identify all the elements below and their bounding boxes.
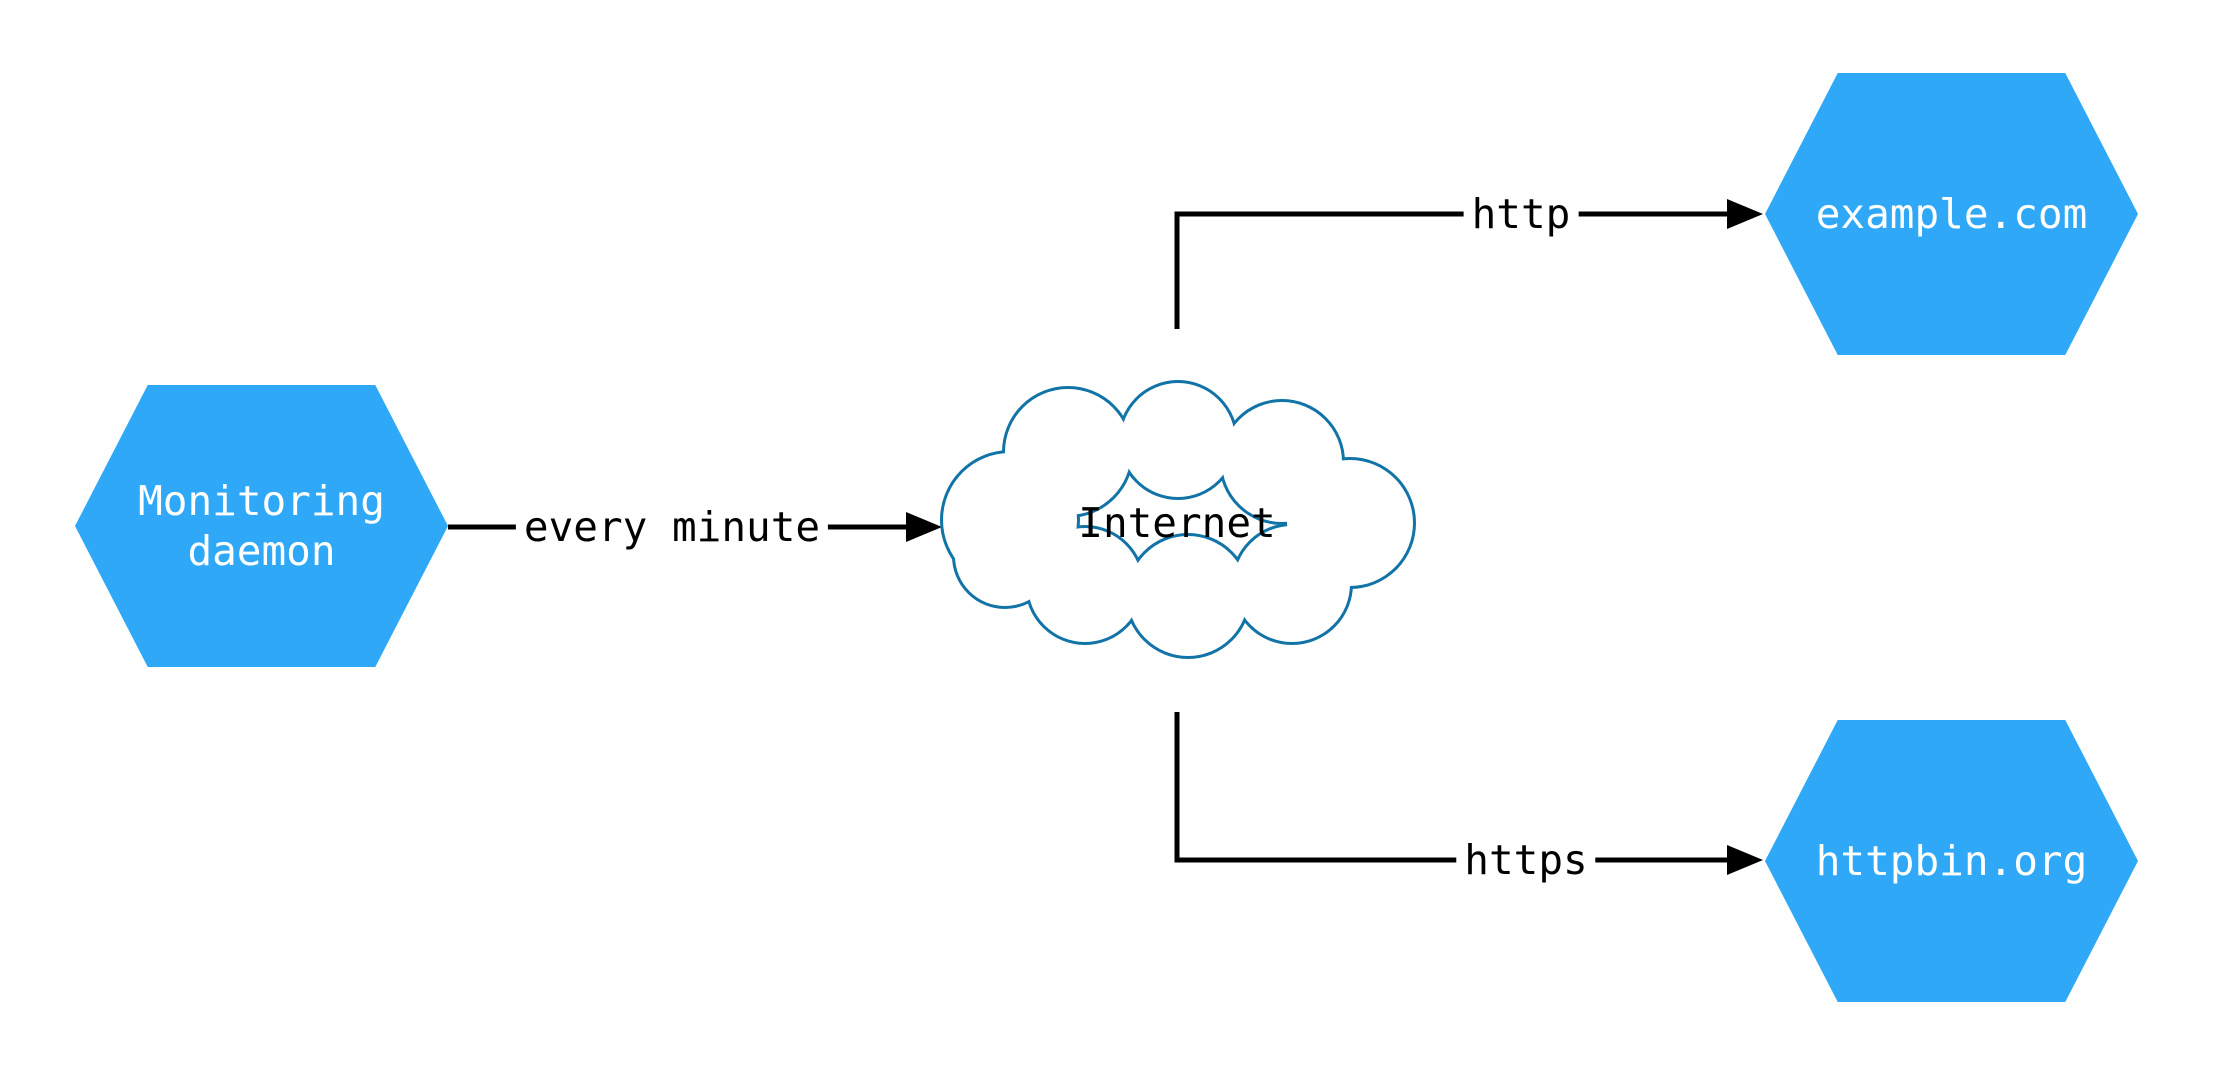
internet-cloud-label: Internet: [1078, 499, 1276, 547]
httpbin-org-node: httpbin.org: [1765, 720, 2138, 1002]
example-com-node: example.com: [1765, 73, 2138, 355]
internet-cloud-shape: [940, 380, 1416, 659]
edge-label-https: https: [1456, 835, 1596, 885]
arrowhead-every-minute: [906, 512, 942, 542]
arrowhead-http: [1727, 199, 1763, 229]
edge-label-http: http: [1463, 189, 1579, 239]
edge-label-every-minute: every minute: [515, 502, 829, 552]
example-com-label: example.com: [1815, 190, 2088, 238]
monitoring-daemon-label-line1: Monitoring: [138, 477, 385, 525]
httpbin-org-label: httpbin.org: [1815, 837, 2088, 885]
monitoring-daemon-node: Monitoring daemon: [75, 385, 448, 667]
arrowhead-https: [1727, 845, 1763, 875]
monitoring-daemon-label-line2: daemon: [187, 527, 336, 575]
